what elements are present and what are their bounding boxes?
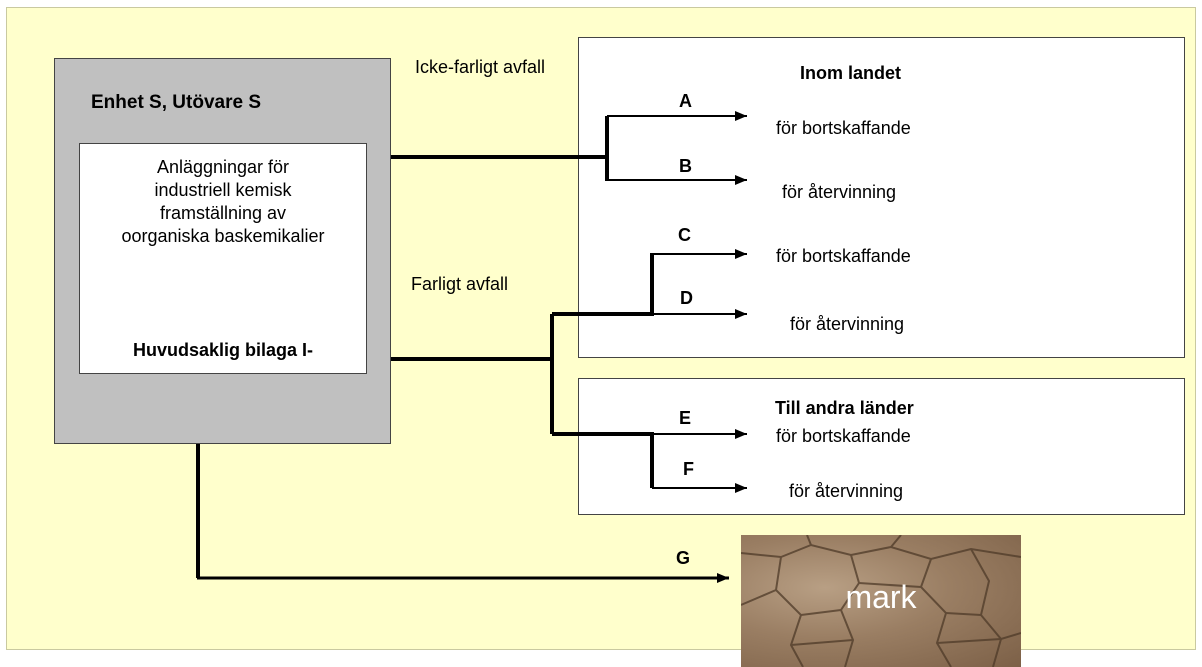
route-label-e: för bortskaffande (776, 426, 911, 446)
route-letter-g: G (676, 548, 691, 568)
soil-cracks (741, 535, 1021, 667)
ground-label: mark (845, 579, 917, 615)
facility-box (79, 143, 367, 374)
abroad-title: Till andra länder (775, 398, 914, 418)
diagram-canvas: Enhet S, Utövare S Anläggningar för indu… (6, 7, 1196, 667)
source-unit-title: Enhet S, Utövare S (91, 92, 261, 113)
route-label-a: för bortskaffande (776, 118, 911, 138)
route-letter-d: D (680, 288, 693, 308)
route-label-b: för återvinning (782, 182, 897, 202)
route-label-f: för återvinning (789, 481, 904, 501)
annex-label: Huvudsaklig bilaga I- (132, 340, 314, 360)
flow-lines (196, 111, 747, 583)
route-label-d: för återvinning (790, 314, 905, 334)
route-letter-b: B (679, 156, 692, 176)
route-letter-e: E (679, 408, 692, 428)
soil-image: mark (741, 535, 1021, 667)
route-letter-f: F (683, 459, 694, 479)
abroad-box (578, 378, 1185, 515)
domestic-box (578, 37, 1185, 358)
route-letter-a: A (679, 91, 692, 111)
facility-description: Anläggningar för industriell kemisk fram… (121, 157, 325, 246)
hazardous-label: Farligt avfall (411, 274, 509, 294)
domestic-title: Inom landet (800, 63, 902, 83)
non-hazardous-label: Icke-farligt avfall (414, 57, 546, 77)
route-letter-c: C (678, 225, 691, 245)
route-label-c: för bortskaffande (776, 246, 911, 266)
